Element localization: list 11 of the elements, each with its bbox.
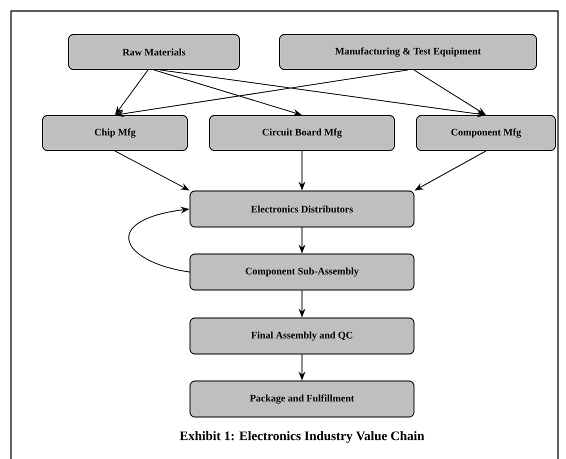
process-box: Electronics Distributors bbox=[190, 190, 414, 228]
process-box: Package and Fulfillment bbox=[190, 380, 414, 418]
process-box: Final Assembly and QC bbox=[190, 318, 414, 354]
process-box: Component Mfg bbox=[416, 115, 556, 151]
process-box: Manufacturing & Test Equipment bbox=[279, 34, 537, 70]
arrow bbox=[128, 206, 190, 272]
caption: Exhibit 1: Electronics Industry Value Chain bbox=[180, 431, 424, 443]
process-box: Chip Mfg bbox=[42, 115, 188, 151]
process-box: Raw Materials bbox=[68, 34, 240, 70]
process-box: Circuit Board Mfg bbox=[209, 115, 395, 151]
process-box: Component Sub-Assembly bbox=[190, 254, 414, 290]
